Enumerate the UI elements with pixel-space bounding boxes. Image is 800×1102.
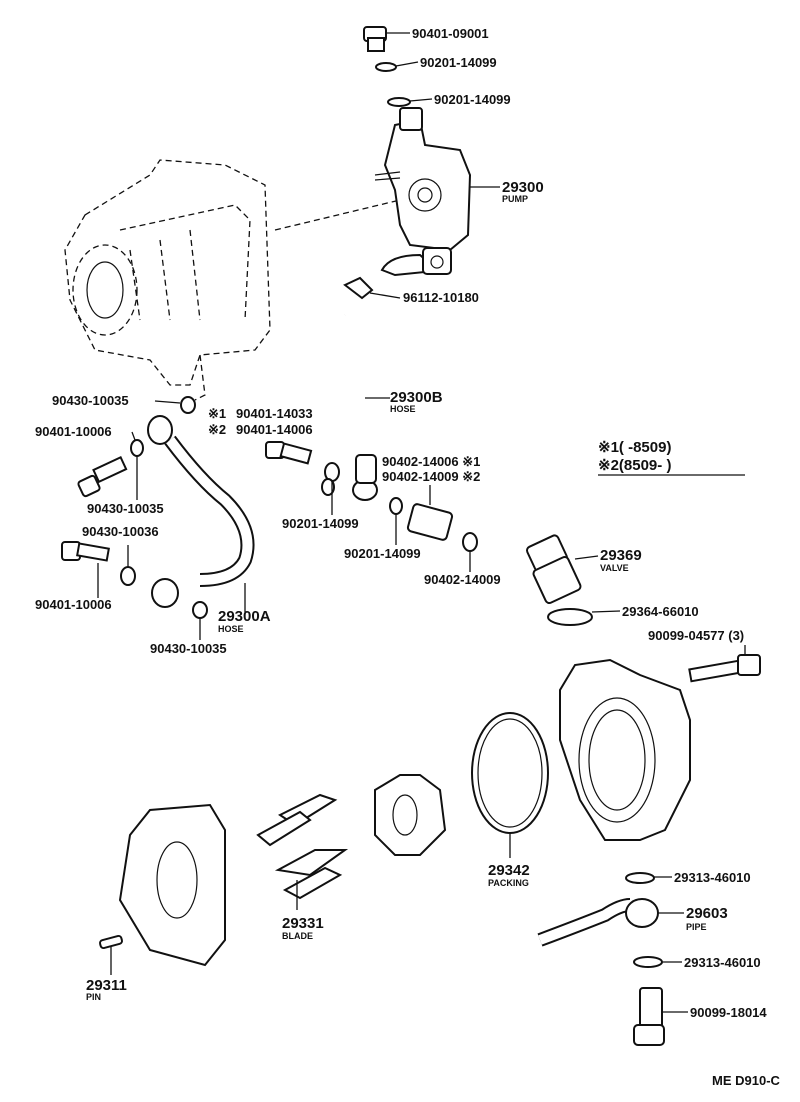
label-90430-10035-c: 90430-10035 [150,641,227,656]
label-90201-14099-b: 90201-14099 [434,92,511,107]
gasket-alt [180,396,196,414]
label-90402-14009-b: 90402-14009 [424,572,501,587]
label-29603-sub: PIPE [686,922,707,932]
rotor [374,774,447,856]
check-valve [525,534,582,605]
packing-ring-outer [471,712,549,834]
label-90201-14099-d: 90201-14099 [344,546,421,561]
label-29313-46010-b: 29313-46010 [684,955,761,970]
hose-b-fitting [355,454,377,484]
label-90401-14006: 90401-14006 [236,422,313,437]
pipe-gasket-1 [625,872,655,884]
label-90401-10006-b: 90401-10006 [35,597,112,612]
label-90099-04577: 90099-04577 (3) [648,628,744,643]
label-90099-18014: 90099-18014 [690,1005,767,1020]
packing-ring-inner [477,718,543,828]
union-bolt-left-1 [77,455,128,498]
label-29300A: 29300A [218,608,271,625]
label-90201-14099-c: 90201-14099 [282,516,359,531]
label-90430-10036: 90430-10036 [82,524,159,539]
label-mark2: ※2 [208,422,226,437]
label-90201-14099-a: 90201-14099 [420,55,497,70]
label-29369-sub: VALVE [600,563,629,573]
label-29313-46010-a: 29313-46010 [674,870,751,885]
hose-b-inner [294,310,367,456]
union-bolt-right [406,503,454,541]
label-29300B-sub: HOSE [390,404,416,414]
label-90401-14033: 90401-14033 [236,406,313,421]
label-90402-14006: 90402-14006 ※1 [382,454,480,469]
pipe-gasket-2 [633,956,663,968]
union-bolt-middle [265,441,313,465]
vacuum-pump [374,107,472,277]
hose-a-eye-top [147,415,173,445]
label-29603: 29603 [686,905,728,922]
gasket-right [462,532,478,552]
housing-bolt [688,654,761,683]
gasket-left-3 [192,601,208,619]
gasket-top-1 [375,62,397,72]
gasket-middle-3 [389,497,403,515]
gasket-left-1 [130,439,144,457]
label-29311-sub: PIN [86,992,101,1002]
union-bolt-left-2 [61,541,110,562]
label-90402-14009-a: 90402-14009 ※2 [382,469,480,484]
label-90401-10006-a: 90401-10006 [35,424,112,439]
label-29300: 29300 [502,179,544,196]
label-29300-sub: PUMP [502,194,528,204]
gasket-middle-2 [321,478,335,496]
end-plate [118,803,226,967]
hose-a-inner [166,436,253,585]
label-29311: 29311 [86,977,127,994]
label-29300B: 29300B [390,389,443,406]
label-29369: 29369 [600,547,642,564]
pump-housing [559,658,691,841]
valve-gasket [547,608,593,626]
label-90430-10035-a: 90430-10035 [52,393,129,408]
alternator-outline [64,159,401,401]
label-29331: 29331 [282,915,324,932]
gasket-left-2 [120,566,136,586]
hose-a-eye-bottom [151,578,179,608]
label-29342-sub: PACKING [488,878,529,888]
hose-clamp [343,276,374,300]
gasket-top-2 [387,97,411,107]
diagram-code: ME D910-C [712,1073,781,1088]
label-96112-10180: 96112-10180 [403,290,479,305]
label-mark1: ※1 [208,406,226,421]
oil-pipe [537,898,659,947]
label-90401-09001: 90401-09001 [412,26,489,41]
pin [99,934,123,950]
label-29364-66010: 29364-66010 [622,604,699,619]
label-90430-10035-b: 90430-10035 [87,501,164,516]
legend-line-1: ※1( -8509) [598,439,671,456]
blades [256,793,349,900]
label-29342: 29342 [488,862,530,879]
union-bolt-bottom [633,987,665,1046]
leader-lines [97,32,746,1013]
union-bolt-top-thread [367,37,385,52]
label-29300A-sub: HOSE [218,624,244,634]
label-29331-sub: BLADE [282,931,313,941]
legend-line-2: ※2(8509- ) [598,457,671,474]
